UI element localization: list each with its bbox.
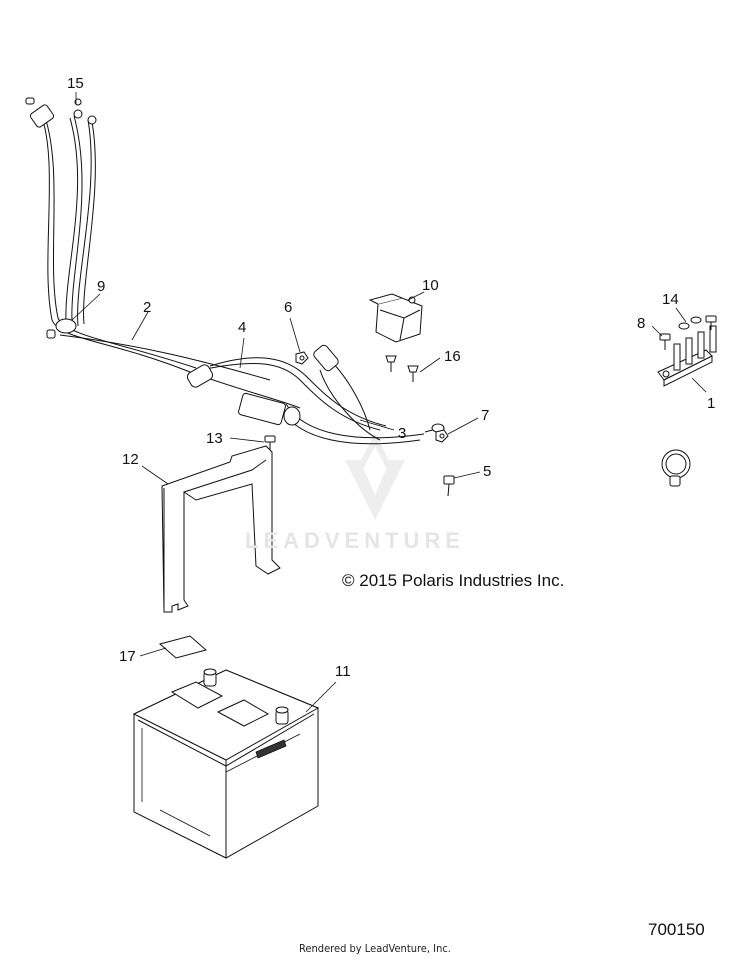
callout-12: 12 (122, 451, 139, 468)
terminal-block (657, 325, 717, 387)
battery-pad (158, 635, 208, 659)
callout-5: 5 (483, 463, 492, 480)
callout-4: 4 (238, 319, 247, 336)
callout-1: 1 (707, 395, 716, 412)
callout-2: 2 (143, 299, 152, 316)
battery-bracket (161, 445, 281, 613)
callout-10: 10 (422, 277, 439, 294)
callout-8: 8 (637, 315, 646, 332)
hose-clamp (661, 449, 691, 487)
washer-14 (678, 315, 717, 330)
footer-credit: Rendered by LeadVenture, Inc. (299, 942, 451, 955)
leader-lines (71, 92, 707, 713)
callout-14: 14 (662, 291, 679, 308)
bolt-5 (443, 475, 455, 497)
callout-16: 16 (444, 348, 461, 365)
bolt-13 (264, 435, 276, 452)
cable-terminal (313, 344, 445, 433)
battery (132, 668, 320, 859)
callout-11: 11 (335, 663, 351, 680)
screw-16 (385, 355, 419, 382)
harness-clamp (46, 318, 301, 426)
watermark-text: LEADVENTURE (245, 528, 466, 553)
nut-6 (295, 351, 309, 365)
callout-15: 15 (67, 75, 84, 92)
solenoid-relay (368, 293, 423, 343)
screw-8 (659, 333, 671, 350)
callout-17: 17 (119, 648, 136, 665)
copyright-notice: © 2015 Polaris Industries Inc. (342, 571, 565, 590)
drawing-number: 700150 (648, 920, 705, 939)
harness-end-connectors (25, 97, 97, 128)
watermark-logo (345, 433, 405, 520)
callout-13: 13 (206, 430, 223, 447)
callout-6: 6 (284, 299, 293, 316)
callout-3: 3 (398, 425, 407, 442)
nut-7 (435, 429, 449, 443)
callout-7: 7 (481, 407, 490, 424)
callout-9: 9 (97, 278, 106, 295)
